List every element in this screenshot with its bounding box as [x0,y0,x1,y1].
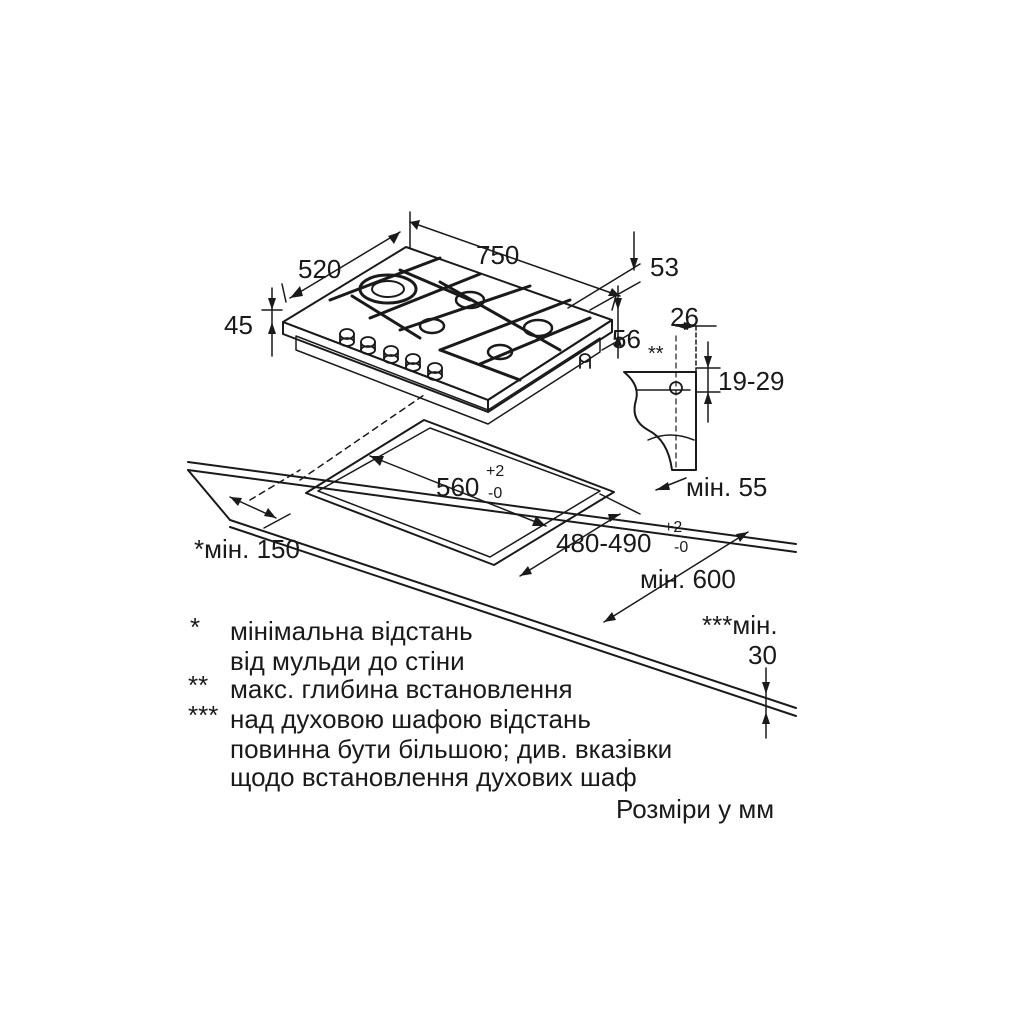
dimension-56: 56 [612,324,641,354]
dimension-min-150: *мін. 150 [194,534,300,564]
dimension-53: 53 [650,252,679,282]
dimension-min-30-value: 30 [748,640,777,670]
dimension-560: 560 [436,472,480,502]
tolerance-560-plus: +2 [486,463,505,480]
legend-note2-mark: ** [188,670,209,700]
dimension-min-600: мін. 600 [640,564,736,594]
dimension-45: 45 [224,310,253,340]
tolerance-480-490-plus: +2 [664,519,683,536]
countertop [187,461,797,717]
dimension-480-490: 480-490 [556,528,652,558]
cutout [249,394,615,566]
dimension-min-30-label: ***мін. [702,610,778,640]
tolerance-480-490-minus: -0 [674,539,689,556]
dimension-520: 520 [298,254,342,284]
dimension-min-55: мін. 55 [686,472,768,502]
side-section [623,335,697,471]
control-knobs [339,328,591,381]
legend-note1-mark: * [190,612,201,642]
tolerance-560-minus: -0 [488,485,503,502]
legend-note3-line2: повинна бути більшою; див. вказівки [230,734,673,764]
max-depth-mark: ** [648,343,664,365]
arrowheads [230,220,770,724]
legend-note3-line3: щодо встановлення духових шаф [230,762,637,792]
dimension-750: 750 [476,240,520,270]
dimension-19-29: 19-29 [718,366,785,396]
units-note: Розміри у мм [616,794,775,824]
hob [282,246,613,425]
dimension-lines [229,211,767,739]
legend-note2-text: макс. глибина встановлення [230,674,573,704]
legend-note3-line1: над духовою шафою відстань [230,704,591,734]
legend-note1-line2: від мульди до стіни [230,646,465,676]
legend-note1-line1: мінімальна відстань [230,616,473,646]
dimension-26: 26 [670,302,699,332]
legend-note3-mark: *** [188,700,219,730]
